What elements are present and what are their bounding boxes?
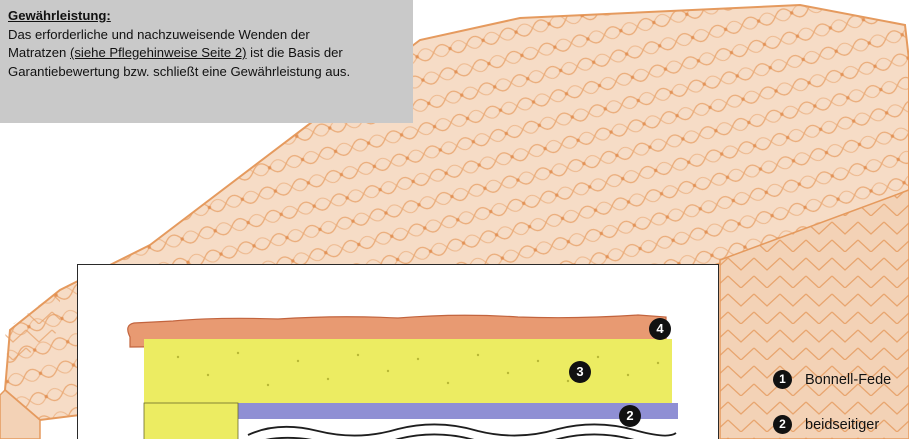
legend-label: Bonnell-Fede bbox=[805, 372, 891, 388]
legend-item-2: 2 beidseitiger bbox=[773, 415, 879, 434]
layer-badge-3: 3 bbox=[569, 361, 591, 383]
warranty-line-3: Garantiebewertung bzw. schließt eine Gew… bbox=[8, 63, 411, 82]
layer-badge-4: 4 bbox=[649, 318, 671, 340]
care-instructions-link[interactable]: (siehe Pflegehinweise Seite 2) bbox=[70, 45, 247, 60]
layer-felt bbox=[238, 403, 678, 419]
warranty-notice: Gewährleistung: Das erforderliche und na… bbox=[0, 0, 413, 123]
warranty-line-2-start: Matratzen bbox=[8, 45, 70, 60]
legend-label: beidseitiger bbox=[805, 417, 879, 433]
warranty-title: Gewährleistung: bbox=[8, 7, 411, 26]
layer-foam-edge bbox=[144, 403, 238, 439]
warranty-line-1: Das erforderliche und nachzuweisende Wen… bbox=[8, 26, 411, 45]
legend-item-1: 1 Bonnell-Fede bbox=[773, 370, 891, 389]
legend-number: 1 bbox=[773, 370, 792, 389]
warranty-line-2: Matratzen (siehe Pflegehinweise Seite 2)… bbox=[8, 44, 411, 63]
layer-foam bbox=[144, 339, 672, 403]
legend-number: 2 bbox=[773, 415, 792, 434]
spring-coils bbox=[248, 424, 676, 439]
cross-section-panel: 4 3 2 bbox=[77, 264, 719, 439]
warranty-line-2-end: ist die Basis der bbox=[247, 45, 343, 60]
layer-badge-2: 2 bbox=[619, 405, 641, 427]
